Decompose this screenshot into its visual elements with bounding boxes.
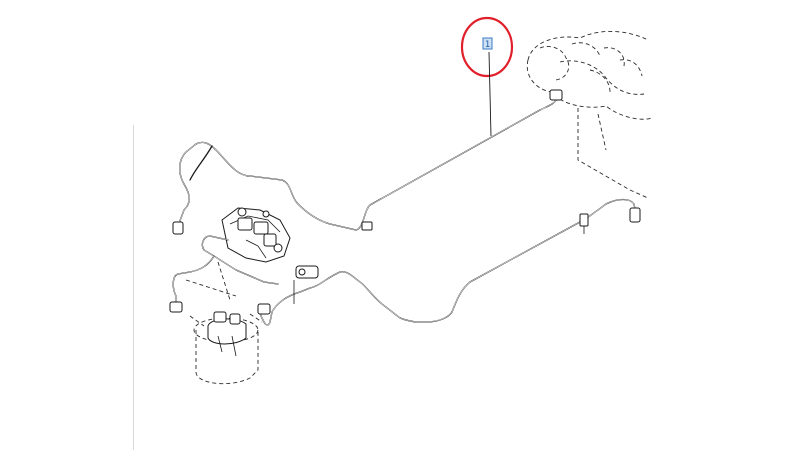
upper-fuel-line [172,89,563,235]
callout-1[interactable]: 1 [460,16,514,137]
engine-ghost-outline [526,30,653,199]
callout-label: 1 [485,40,490,50]
page-edge-rule [133,125,134,450]
lower-return-line [257,198,641,326]
fuel-filter [189,311,263,385]
injection-pump-assembly [169,207,291,313]
callout-leader [488,51,492,137]
callout-ring [460,16,514,78]
callout-marker [482,37,493,50]
